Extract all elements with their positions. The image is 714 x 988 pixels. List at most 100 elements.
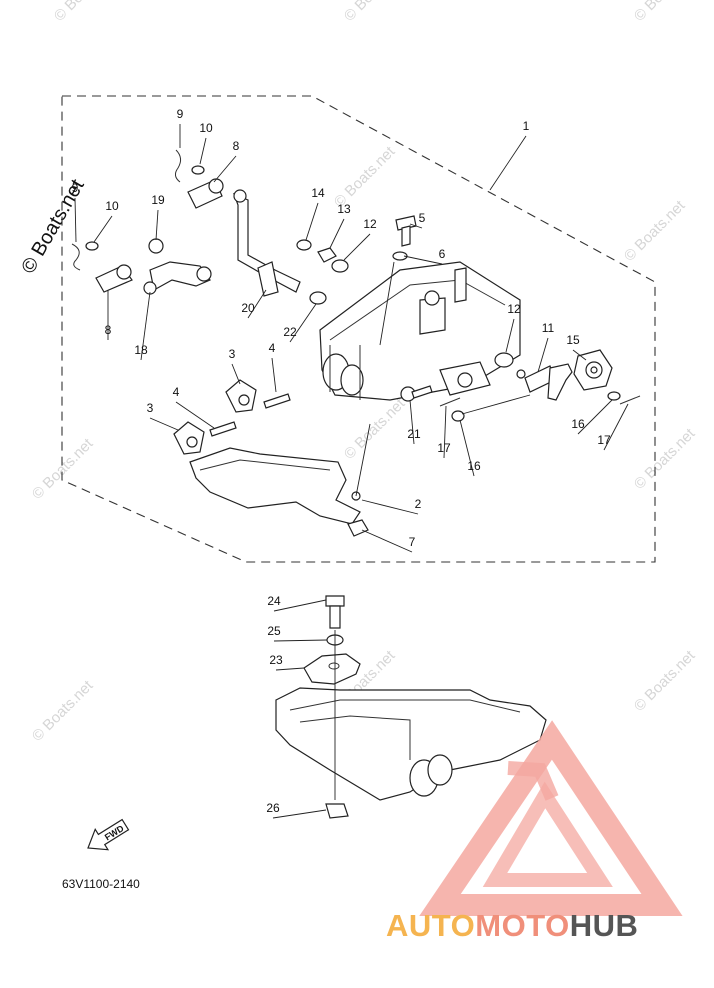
cam-3-lower bbox=[173, 421, 205, 455]
callout-leader bbox=[537, 337, 549, 373]
callout-leader bbox=[74, 197, 77, 243]
callout-leader bbox=[231, 363, 241, 385]
callout-leader bbox=[361, 529, 413, 553]
callout-leader bbox=[247, 289, 267, 319]
callout-17: 17 bbox=[437, 441, 451, 455]
callout-5: 5 bbox=[419, 211, 426, 225]
brand-logo: AUTOMOTOHUB bbox=[386, 720, 683, 943]
callout-leader bbox=[489, 135, 527, 191]
callout-leader bbox=[155, 209, 159, 241]
callout-12: 12 bbox=[363, 217, 377, 231]
callout-leader bbox=[305, 202, 319, 241]
washer-16-right bbox=[607, 391, 621, 401]
callout-11: 11 bbox=[542, 321, 555, 335]
cam-15 bbox=[573, 349, 613, 391]
callout-leader bbox=[572, 349, 587, 361]
callout-leader bbox=[289, 303, 317, 343]
callout-labels: 1233445678899101011121213141516161717181… bbox=[72, 107, 611, 815]
callout-26: 26 bbox=[266, 801, 280, 815]
callout-leader bbox=[603, 403, 629, 451]
watermark-text: © Boats.net bbox=[51, 0, 119, 25]
link-11 bbox=[516, 363, 573, 401]
callout-23: 23 bbox=[269, 653, 283, 667]
clip-9-lower bbox=[71, 243, 81, 271]
callout-14: 14 bbox=[311, 186, 325, 200]
callout-leader bbox=[443, 405, 447, 459]
bolt-24 bbox=[325, 595, 345, 629]
shift-lever-8-lower bbox=[95, 264, 133, 293]
bracket-base bbox=[275, 687, 547, 801]
pin-4-lower bbox=[209, 421, 237, 437]
callout-leader bbox=[271, 357, 277, 393]
callout-leader bbox=[343, 233, 371, 261]
bracket-housing bbox=[319, 261, 521, 401]
callout-leader bbox=[409, 399, 415, 445]
callout-1: 1 bbox=[523, 119, 530, 133]
callout-3: 3 bbox=[147, 401, 154, 415]
brand-auto: AUTO bbox=[386, 908, 475, 943]
callout-9: 9 bbox=[72, 181, 79, 195]
nut-7 bbox=[347, 519, 369, 537]
shift-link-18 bbox=[143, 238, 212, 295]
callout-leader bbox=[361, 499, 419, 515]
clip-9-upper bbox=[174, 149, 182, 183]
callout-19: 19 bbox=[151, 193, 165, 207]
grommet-22 bbox=[309, 291, 327, 305]
callout-6: 6 bbox=[439, 247, 446, 261]
brand-moto: MOTO bbox=[475, 908, 569, 943]
watermark-text: © Boats.net bbox=[621, 197, 689, 265]
watermark-text: © Boats.net bbox=[331, 143, 399, 211]
callout-9: 9 bbox=[177, 107, 184, 121]
callout-leader bbox=[403, 255, 443, 265]
fwd-arrow-icon: FWD bbox=[87, 818, 130, 851]
callout-16: 16 bbox=[467, 459, 481, 473]
watermark-text: © Boats.net bbox=[341, 395, 409, 463]
callout-leader bbox=[140, 291, 151, 361]
bolt-21 bbox=[400, 385, 433, 402]
cam-3-upper bbox=[225, 379, 257, 413]
callout-3: 3 bbox=[229, 347, 236, 361]
callout-20: 20 bbox=[241, 301, 255, 315]
plate-2 bbox=[189, 447, 361, 525]
callout-leader bbox=[577, 399, 613, 435]
callout-4: 4 bbox=[173, 385, 180, 399]
callout-12: 12 bbox=[507, 302, 521, 316]
callout-16: 16 bbox=[571, 417, 585, 431]
callout-10: 10 bbox=[105, 199, 119, 213]
callout-leader bbox=[459, 419, 475, 477]
callout-leader bbox=[329, 218, 345, 249]
callout-leader bbox=[273, 639, 328, 642]
callout-21: 21 bbox=[407, 427, 421, 441]
washer-6 bbox=[392, 251, 408, 261]
watermark-text: © Boats.net bbox=[341, 0, 409, 25]
callout-22: 22 bbox=[283, 325, 297, 339]
shift-rod-20 bbox=[232, 189, 301, 297]
washer-10-upper bbox=[191, 165, 205, 175]
callout-leader bbox=[273, 599, 327, 612]
bolt-5 bbox=[395, 215, 417, 247]
callout-leader bbox=[275, 667, 305, 671]
callout-leader bbox=[199, 137, 207, 165]
callout-leader bbox=[93, 215, 113, 243]
callout-24: 24 bbox=[267, 594, 281, 608]
nut-13 bbox=[317, 247, 337, 263]
pin-17-right bbox=[619, 395, 641, 405]
nut-26 bbox=[325, 803, 349, 819]
washer-16-center bbox=[451, 410, 465, 422]
pin-4-upper bbox=[263, 393, 291, 409]
callout-leader bbox=[272, 809, 327, 819]
brand-hub: HUB bbox=[570, 908, 639, 943]
brand-wordmark: AUTOMOTOHUB bbox=[386, 908, 638, 943]
callout-25: 25 bbox=[267, 624, 281, 638]
callout-8: 8 bbox=[233, 139, 240, 153]
grommet-12-lower bbox=[494, 352, 514, 368]
watermark-text: © Boats.net bbox=[631, 647, 699, 715]
callout-leader bbox=[409, 223, 423, 229]
callout-7: 7 bbox=[409, 535, 416, 549]
washer-10-lower bbox=[85, 241, 99, 251]
callout-10: 10 bbox=[199, 121, 213, 135]
watermark-text: © Boats.net bbox=[29, 677, 97, 745]
callout-15: 15 bbox=[566, 333, 580, 347]
callout-4: 4 bbox=[269, 341, 276, 355]
